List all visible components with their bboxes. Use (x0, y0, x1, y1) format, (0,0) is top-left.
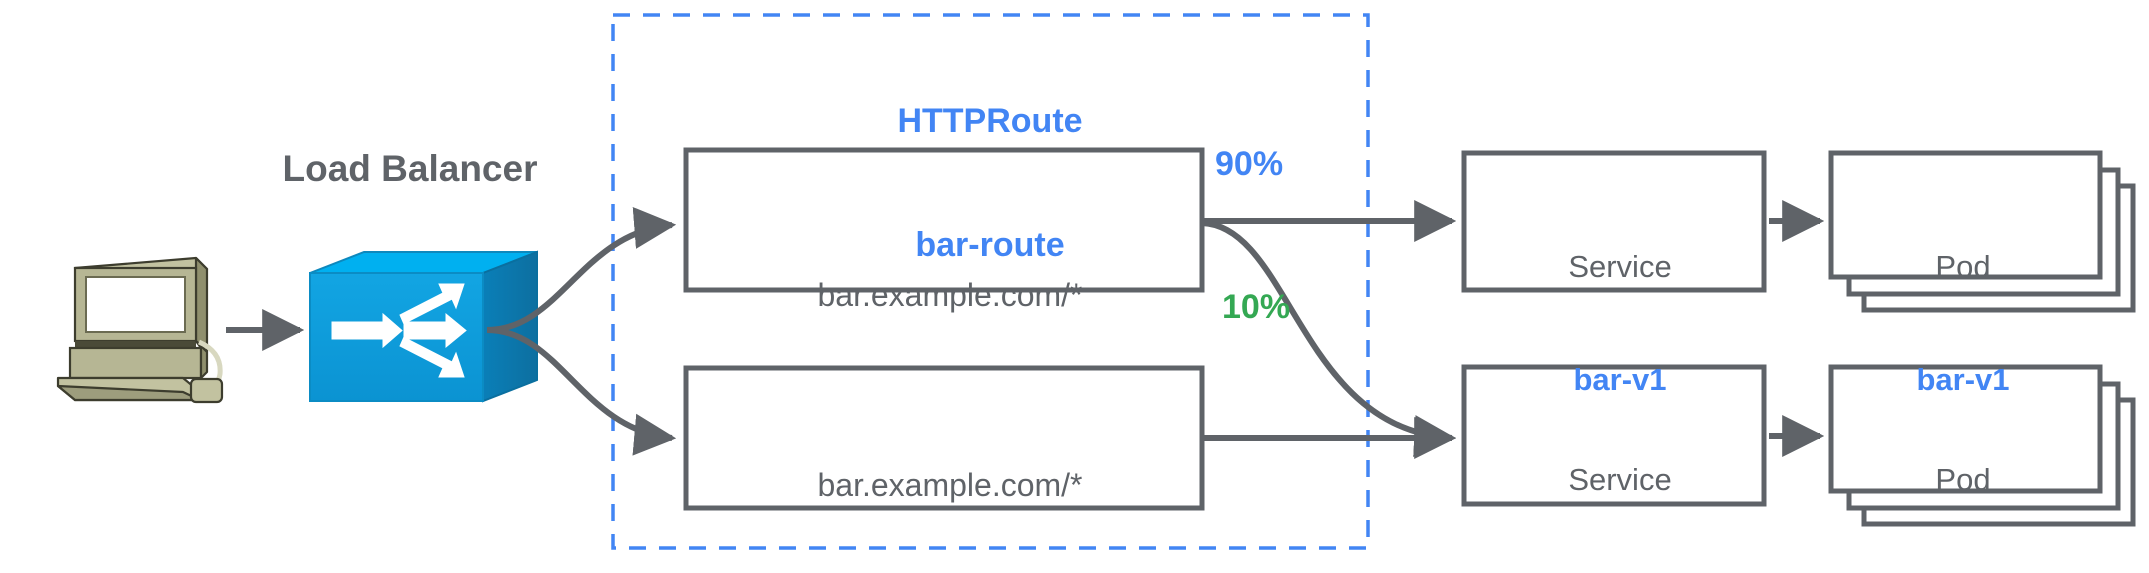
load-balancer-icon (309, 250, 538, 403)
edge-lb-to-rule-1 (486, 207, 677, 333)
pod-stack-bar-v1[interactable] (1828, 150, 2136, 313)
httproute-boundary (611, 13, 1370, 550)
rule-box-2[interactable] (683, 365, 1205, 511)
edge-rule1-to-service-v2 (1201, 220, 1457, 457)
service-box-bar-v2[interactable] (1461, 364, 1767, 507)
workstation-icon (56, 256, 224, 404)
edge-lb-to-rule-2 (486, 327, 677, 456)
service-box-bar-v1[interactable] (1461, 150, 1767, 293)
rule-box-1[interactable] (683, 147, 1205, 293)
pod-stack-bar-v2[interactable] (1828, 364, 2136, 527)
